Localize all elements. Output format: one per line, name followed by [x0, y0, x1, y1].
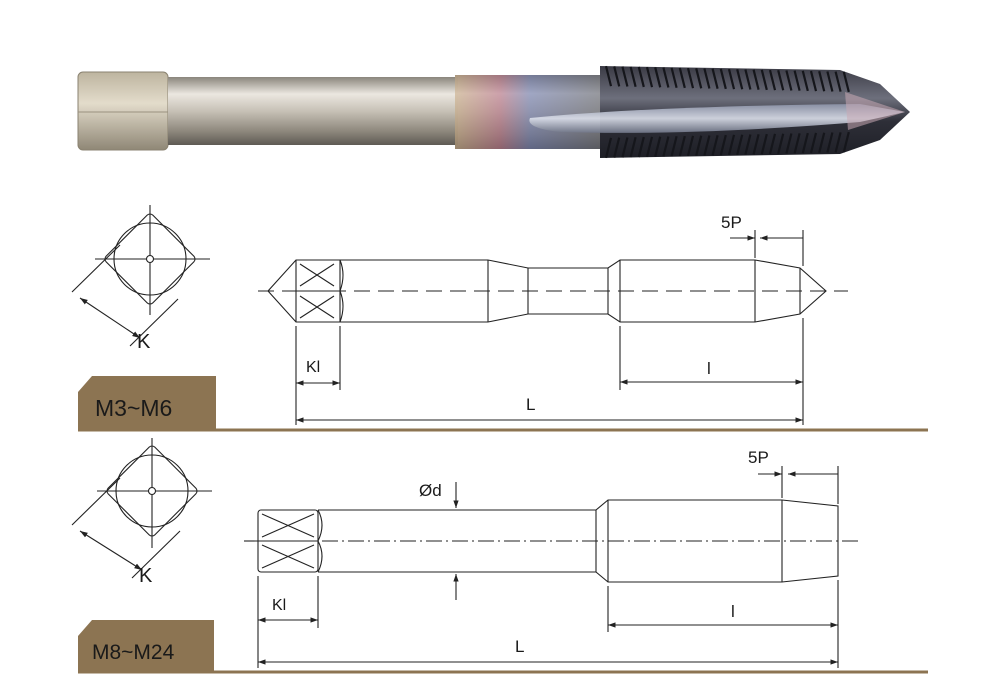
label-l-small-2: l — [731, 602, 735, 621]
tap-thread-teeth — [604, 65, 850, 159]
label-L-1: L — [526, 395, 535, 414]
end-view-2 — [71, 438, 212, 579]
dimensions-2 — [257, 466, 839, 668]
label-od-2: Ød — [419, 481, 442, 500]
section-m8-m24: K — [71, 438, 858, 668]
side-view-1 — [258, 259, 848, 323]
section-m3-m6: K — [71, 205, 848, 425]
label-5p-2: 5P — [748, 448, 769, 467]
end-view-1 — [71, 205, 210, 347]
size-badge-m3-m6: M3~M6 — [78, 376, 928, 432]
badge-label-m8-m24: M8~M24 — [92, 641, 175, 664]
badge-label-m3-m6: M3~M6 — [95, 395, 172, 421]
label-kl-1: Kl — [306, 359, 320, 376]
label-kl-2: Kl — [272, 597, 286, 614]
product-photo — [77, 65, 910, 159]
tap-shank — [168, 77, 458, 145]
label-L-2: L — [515, 637, 524, 656]
label-k-2: K — [139, 565, 153, 587]
label-l-small-1: l — [707, 359, 711, 378]
dimensions-1 — [295, 230, 804, 425]
tap-spiral-flute — [529, 104, 905, 133]
side-view-2 — [244, 499, 858, 583]
label-5p-1: 5P — [721, 213, 742, 232]
tap-square-end — [77, 71, 169, 151]
size-badge-m8-m24: M8~M24 — [78, 620, 928, 674]
label-k-1: K — [137, 331, 151, 353]
